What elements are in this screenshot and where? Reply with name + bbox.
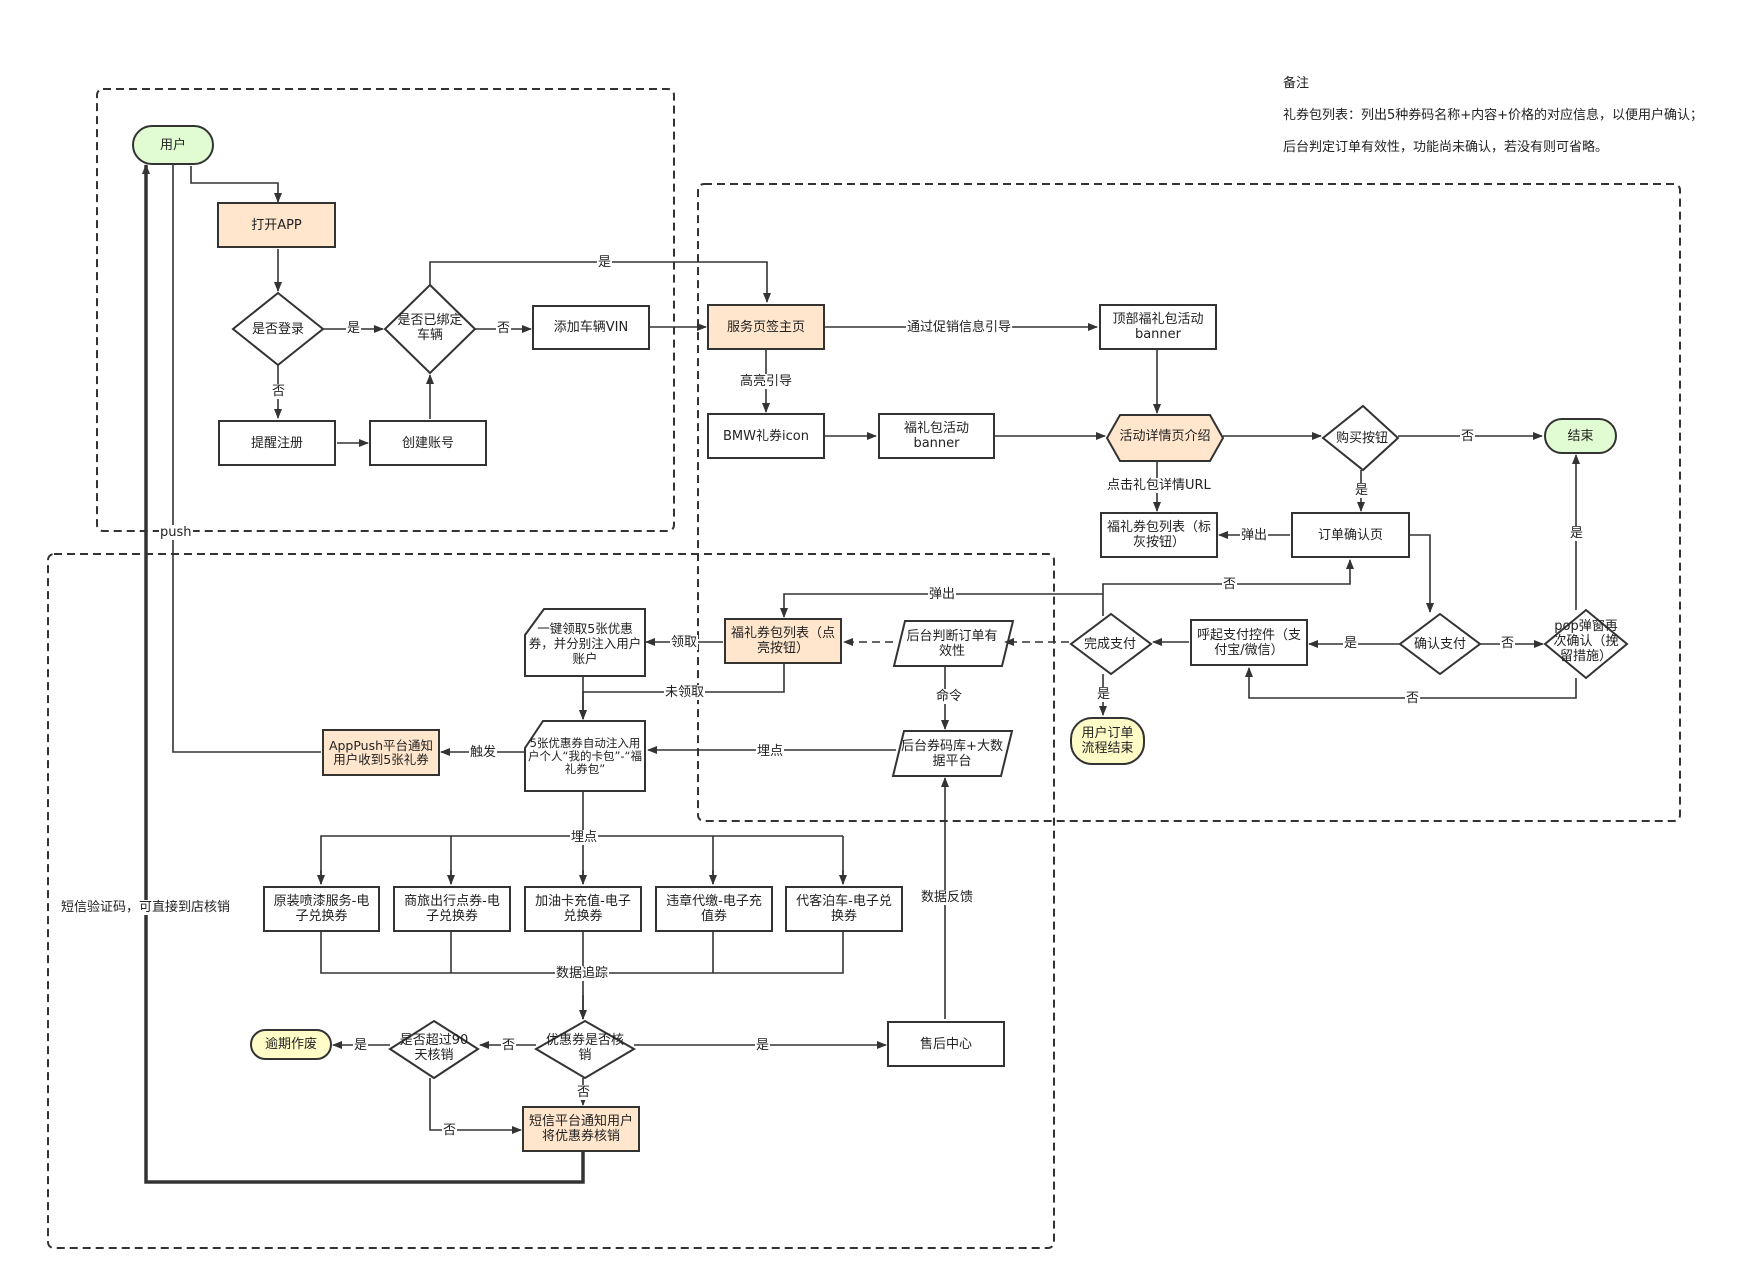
- label-login-no: 否: [271, 384, 287, 399]
- diamond-is-verified: [534, 1019, 636, 1080]
- node-pop-retain[interactable]: pop弹窗再次确认（挽留措施）: [1553, 618, 1619, 664]
- label-login-yes: 是: [346, 321, 362, 336]
- label-pay-yes: 是: [1343, 636, 1359, 651]
- node-service-home[interactable]: 服务页签主页: [707, 304, 825, 350]
- diamond-pop-retain: [1543, 608, 1629, 680]
- label-bound-no: 否: [496, 321, 512, 336]
- hexagon-activity-detail: [1105, 414, 1225, 462]
- notes-title: 备注: [1283, 76, 1310, 91]
- node-remind-register[interactable]: 提醒注册: [218, 420, 336, 466]
- notes-line-1: 礼券包列表：列出5种券码名称+内容+价格的对应信息，以便用户确认；: [1283, 108, 1704, 123]
- label-command: 命令: [935, 689, 964, 704]
- label-highlight: 高亮引导: [739, 374, 794, 389]
- card-one-click: [524, 608, 646, 677]
- diamond-confirm-pay: [1398, 612, 1482, 676]
- label-trigger: 触发: [469, 745, 498, 760]
- node-backend-judge[interactable]: 后台判断订单有效性: [906, 628, 998, 659]
- label-bound-yes: 是: [597, 255, 613, 270]
- node-coupon-5[interactable]: 代客泊车-电子兑换券: [785, 886, 903, 932]
- diamond-buy-button: [1321, 404, 1400, 472]
- node-coupon-2[interactable]: 商旅出行点券-电子兑换券: [393, 886, 511, 932]
- label-verified-no: 否: [501, 1038, 517, 1053]
- diamond-is-bound: [383, 283, 477, 375]
- label-not-claim: 未领取: [664, 685, 706, 700]
- node-user[interactable]: 用户: [132, 125, 214, 165]
- node-invoke-pay[interactable]: 呼起支付控件（支付宝/微信）: [1190, 619, 1308, 666]
- label-verified-no-down: 否: [576, 1085, 592, 1100]
- label-complete-no: 否: [1222, 577, 1238, 592]
- node-coupon-3[interactable]: 加油卡充值-电子兑换券: [524, 886, 642, 932]
- edge-user-open-app: [190, 166, 282, 203]
- label-popup-1: 弹出: [1240, 528, 1269, 543]
- node-end[interactable]: 结束: [1544, 418, 1617, 454]
- node-coupon-1[interactable]: 原装喷漆服务-电子兑换券: [263, 886, 380, 932]
- parallelogram-code-db: [891, 730, 1014, 777]
- node-add-vin[interactable]: 添加车辆VIN: [532, 305, 650, 350]
- label-popup-2: 弹出: [928, 587, 957, 602]
- label-claim: 领取: [670, 635, 699, 650]
- node-one-click[interactable]: 一键领取5张优惠券，并分别注入用户账户: [528, 620, 642, 666]
- label-over90-yes: 是: [353, 1038, 369, 1053]
- notes-line-2: 后台判定订单有效性，功能尚未确认，若没有则可省略。: [1283, 140, 1609, 155]
- label-buy-yes: 是: [1354, 483, 1370, 498]
- node-is-verified[interactable]: 优惠券是否核销: [545, 1033, 624, 1063]
- label-guide-promo: 通过促销信息引导: [906, 320, 1013, 335]
- node-buy-button[interactable]: 购买按钮: [1335, 430, 1388, 446]
- node-is-logged-in[interactable]: 是否登录: [251, 321, 304, 337]
- node-complete-pay[interactable]: 完成支付: [1083, 636, 1136, 652]
- edge-order-confirmpay: [1410, 534, 1434, 613]
- node-top-banner[interactable]: 顶部福礼包活动banner: [1099, 304, 1217, 350]
- node-after-sale[interactable]: 售后中心: [887, 1021, 1005, 1067]
- label-data-track: 数据追踪: [555, 966, 610, 981]
- node-gift-list-lit[interactable]: 福礼券包列表（点亮按钮）: [724, 618, 842, 664]
- diamond-complete-pay: [1069, 612, 1153, 676]
- group-purchase-frame: [697, 183, 1681, 822]
- node-coupon-4[interactable]: 违章代缴-电子充值券: [655, 886, 773, 932]
- group-coupon-frame: [47, 553, 1055, 1249]
- label-over90-no: 否: [442, 1123, 458, 1138]
- node-over90[interactable]: 是否超过90天核销: [399, 1033, 469, 1063]
- label-pop-yes: 是: [1569, 526, 1585, 541]
- diamond-over90: [388, 1019, 480, 1080]
- node-open-app[interactable]: 打开APP: [217, 202, 336, 248]
- edge-apppush-user: [169, 148, 321, 753]
- label-aftersale-yes: 是: [755, 1038, 771, 1053]
- node-confirm-pay[interactable]: 确认支付: [1413, 636, 1466, 652]
- node-apppush[interactable]: AppPush平台通知用户收到5张礼券: [322, 729, 440, 776]
- node-order-end[interactable]: 用户订单流程结束: [1070, 717, 1145, 765]
- card-auto-inject: [524, 720, 646, 792]
- label-sms-code: 短信验证码，可直接到店核销: [60, 900, 232, 915]
- label-complete-yes: 是: [1096, 687, 1112, 702]
- node-order-confirm[interactable]: 订单确认页: [1291, 512, 1410, 558]
- node-auto-inject[interactable]: 5张优惠券自动注入用户个人“我的卡包”-“福礼券包”: [527, 735, 643, 776]
- label-pop-no: 否: [1405, 691, 1421, 706]
- label-click-url: 点击礼包详情URL: [1106, 478, 1212, 493]
- edge-sms-user: [142, 164, 585, 1184]
- node-expired[interactable]: 逾期作废: [250, 1029, 332, 1060]
- node-gift-banner[interactable]: 福礼包活动banner: [878, 413, 995, 459]
- node-gift-list-gray[interactable]: 福礼券包列表（标灰按钮）: [1100, 512, 1218, 558]
- node-create-account[interactable]: 创建账号: [369, 420, 487, 466]
- parallelogram-backend-judge: [892, 620, 1015, 667]
- edge-autoinject-coupons: [320, 791, 844, 884]
- node-code-db[interactable]: 后台券码库+大数据平台: [901, 738, 1003, 769]
- label-track-1: 埋点: [756, 744, 785, 759]
- label-pay-no: 否: [1500, 636, 1516, 651]
- edge-over90-sms: [429, 1078, 522, 1134]
- edge-popup-giftlist-lit: [780, 593, 1103, 618]
- node-activity-detail[interactable]: 活动详情页介绍: [1119, 428, 1211, 444]
- node-sms-notify[interactable]: 短信平台通知用户将优惠券核销: [522, 1106, 640, 1152]
- label-push: push: [159, 525, 193, 540]
- label-track-2: 埋点: [570, 830, 599, 845]
- node-is-bound[interactable]: 是否已绑定车辆: [397, 313, 463, 343]
- node-bmw-icon[interactable]: BMW礼券icon: [707, 413, 825, 459]
- label-buy-no: 否: [1460, 429, 1476, 444]
- label-data-feedback: 数据反馈: [920, 890, 975, 905]
